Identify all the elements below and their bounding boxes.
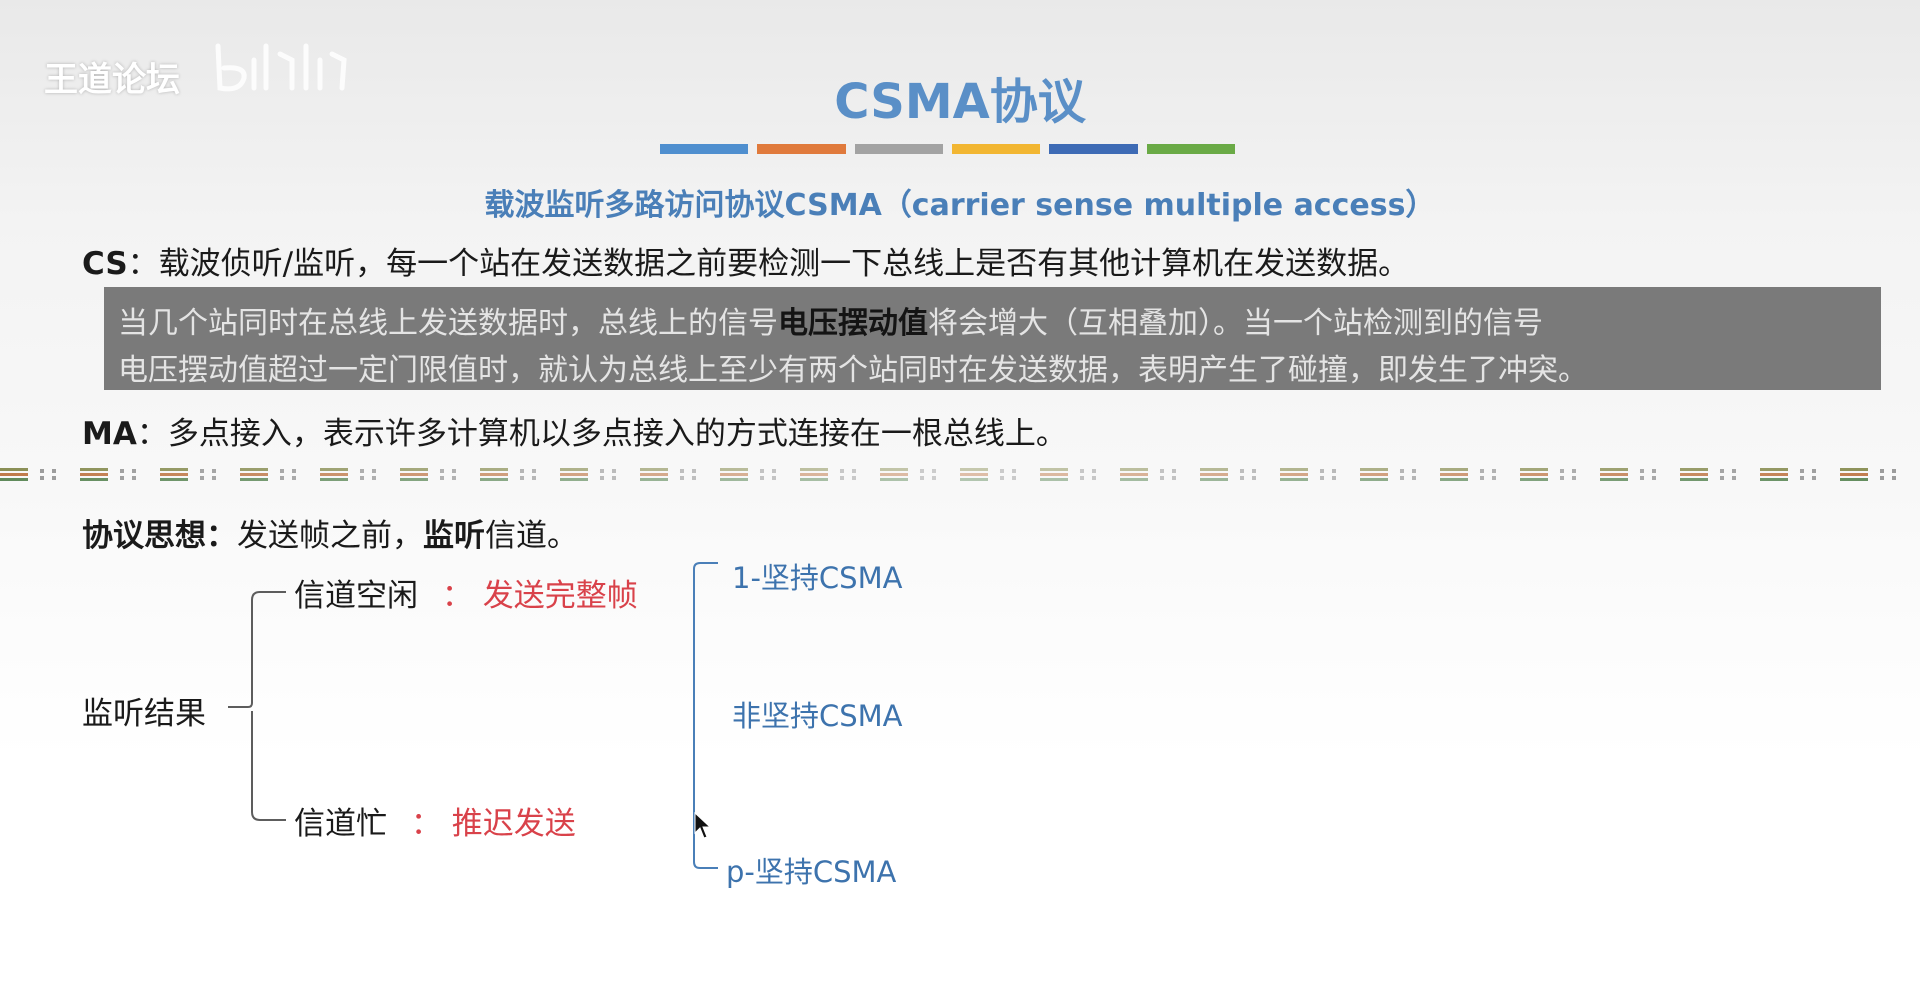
bilibili-logo (215, 43, 347, 92)
slide-title: CSMA协议 (834, 74, 1086, 130)
note-line-2: 电压摆动值超过一定门限值时，就认为总线上至少有两个站同时在发送数据，表明产生了碰… (118, 353, 1588, 388)
note-highlight: 电压摆动值 (778, 306, 928, 341)
color-bar-segment (951, 144, 1041, 154)
mouse-cursor-icon (694, 812, 712, 839)
note-text: 当几个站同时在总线上发送数据时，总线上的信号 (118, 306, 778, 341)
tree-root-listen-result: 监听结果 (82, 696, 206, 732)
type-non-persistent: 非坚持CSMA (732, 699, 903, 733)
idle-label: 信道空闲 (294, 578, 418, 614)
busy-label: 信道忙 (294, 806, 387, 842)
section-divider (0, 466, 1920, 482)
protocol-idea: 协议思想：发送帧之前，监听信道。 (82, 510, 578, 555)
ma-label: MA (82, 416, 137, 452)
idea-text: 信道。 (485, 518, 578, 554)
busy-branch: 信道忙 ： 推迟发送 (294, 798, 576, 843)
slide-subtitle: 载波监听多路访问协议CSMA（carrier sense multiple ac… (484, 188, 1436, 223)
idea-label: 协议思想： (82, 518, 237, 554)
title-color-bar (660, 144, 1235, 154)
type-p-persistent: p-坚持CSMA (726, 855, 897, 889)
note-text: 将会增大（互相叠加）。当一个站检测到的信号 (928, 306, 1543, 341)
cs-label: CS (82, 246, 128, 282)
color-bar-segment (1049, 144, 1138, 154)
type-1-persistent: 1-坚持CSMA (732, 561, 903, 595)
idle-branch: 信道空闲 ： 发送完整帧 (294, 570, 638, 615)
note-line-1: 当几个站同时在总线上发送数据时，总线上的信号电压摆动值将会增大（互相叠加）。当一… (118, 298, 1543, 342)
watermark-text: 王道论坛 (44, 60, 180, 100)
idea-bold: 监听 (423, 518, 485, 554)
busy-action: 推迟发送 (451, 806, 576, 842)
color-bar-segment (854, 144, 943, 154)
color-bar-segment (1146, 144, 1235, 154)
color-bar-segment (660, 144, 749, 154)
note-box (104, 287, 1881, 390)
ma-definition: MA：多点接入，表示许多计算机以多点接入的方式连接在一根总线上。 (82, 408, 1067, 453)
ma-text: ：多点接入，表示许多计算机以多点接入的方式连接在一根总线上。 (136, 416, 1067, 452)
color-bar-segment (757, 144, 846, 154)
idea-text: 发送帧之前， (237, 518, 423, 554)
idle-separator: ： (441, 578, 473, 614)
idle-action: 发送完整帧 (482, 578, 638, 614)
cs-text: ：载波侦听/监听，每一个站在发送数据之前要检测一下总线上是否有其他计算机在发送数… (127, 246, 1410, 282)
busy-separator: ： (410, 806, 442, 842)
cs-definition: CS：载波侦听/监听，每一个站在发送数据之前要检测一下总线上是否有其他计算机在发… (82, 238, 1409, 283)
